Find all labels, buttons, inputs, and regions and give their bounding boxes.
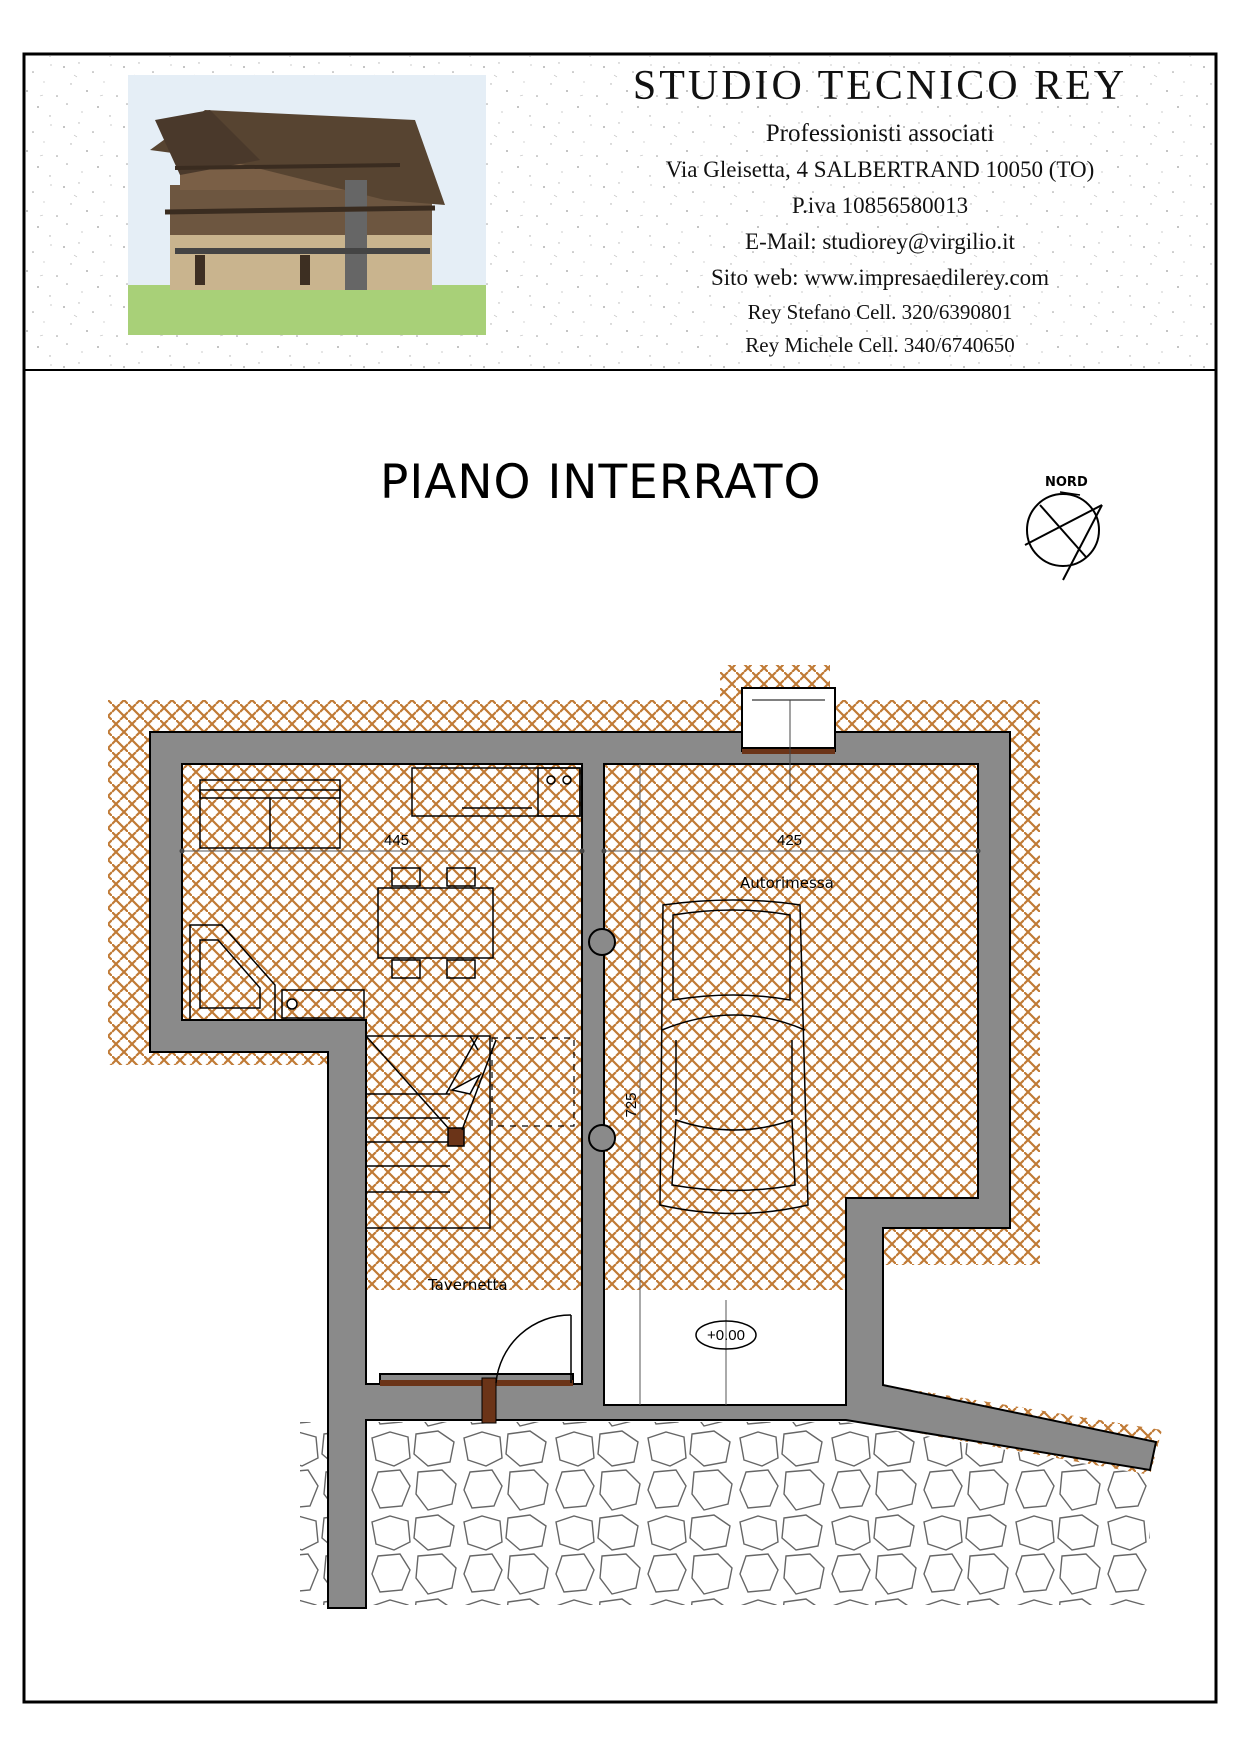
earth-hatch <box>108 665 1162 1475</box>
dimension-right-width: 425 <box>777 832 802 849</box>
studio-website: Sito web: www.impresaedilerey.com <box>710 265 1050 290</box>
studio-vat: P.iva 10856580013 <box>791 193 969 218</box>
floor-plan: 445 425 725 Tavernetta Autorimessa +0.00 <box>108 665 1162 1609</box>
stone-fill <box>300 1422 1150 1605</box>
studio-name: STUDIO TECNICO REY <box>632 63 1128 109</box>
column <box>588 928 616 956</box>
sheet-frame <box>22 52 1218 1704</box>
window-top-garage <box>742 748 835 754</box>
door-sill-tavernetta <box>380 1380 573 1386</box>
door-post-tavernetta <box>481 1377 497 1424</box>
studio-info: STUDIO TECNICO REY Professionisti associ… <box>560 60 1200 362</box>
light-well <box>741 687 836 749</box>
sofa <box>199 779 341 849</box>
car <box>659 899 809 1215</box>
contact-stefano: Rey Stefano Cell. 320/6390801 <box>747 300 1013 324</box>
level-tag-outline <box>695 1320 757 1350</box>
room-label-tavernetta: Tavernetta <box>427 1276 508 1294</box>
door-swing-tavernetta <box>495 1314 572 1384</box>
studio-address: Via Gleisetta, 4 SALBERTRAND 10050 (TO) <box>665 157 1095 182</box>
studio-email: E-Mail: studiorey@virgilio.it <box>745 229 1015 254</box>
corner-fireplace <box>189 924 365 1021</box>
dimension-left-width: 445 <box>384 832 409 849</box>
column <box>588 1124 616 1152</box>
plan-title: PIANO INTERRATO <box>380 455 822 510</box>
studio-subtitle: Professionisti associati <box>765 120 995 147</box>
level-tag: +0.00 <box>707 1327 745 1344</box>
dining-table <box>377 867 494 979</box>
contact-michele: Rey Michele Cell. 340/6740650 <box>745 333 1015 357</box>
dimension-depth: 725 <box>623 1092 640 1117</box>
room-label-autorimessa: Autorimessa <box>740 874 834 892</box>
dashed-box <box>491 1037 575 1127</box>
staircase <box>365 1035 497 1229</box>
dimension-ticks <box>179 848 981 854</box>
dimension-lines <box>182 764 978 1405</box>
chalet-rendering-image <box>128 75 486 335</box>
north-label: NORD <box>1045 475 1088 490</box>
kitchen-counter <box>411 767 581 817</box>
north-arrow-icon <box>1024 491 1103 581</box>
